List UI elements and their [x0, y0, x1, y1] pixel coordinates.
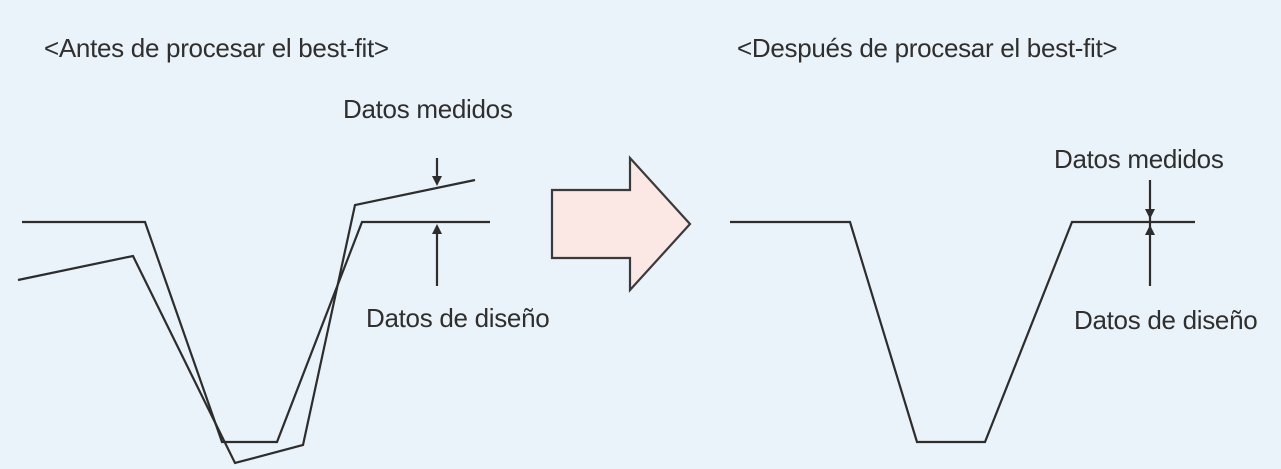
before-measured-profile [17, 178, 476, 465]
after-design-arrowhead [1145, 225, 1155, 235]
after-heading: <Después de procesar el best-fit> [737, 33, 1118, 63]
after-measured-arrowhead [1145, 209, 1155, 219]
before-design-profile [22, 220, 490, 444]
before-heading: <Antes de procesar el best-fit> [44, 33, 389, 63]
before-measured-arrowhead [432, 176, 442, 186]
before-measured-label: Datos medidos [343, 94, 513, 124]
before-design-label: Datos de diseño [366, 303, 550, 333]
before-design-arrowhead [432, 224, 442, 234]
after-measured-label: Datos medidos [1054, 144, 1224, 174]
right-arrow-icon [550, 155, 692, 293]
after-aligned-profile [730, 220, 1195, 444]
after-design-label: Datos de diseño [1074, 305, 1258, 335]
